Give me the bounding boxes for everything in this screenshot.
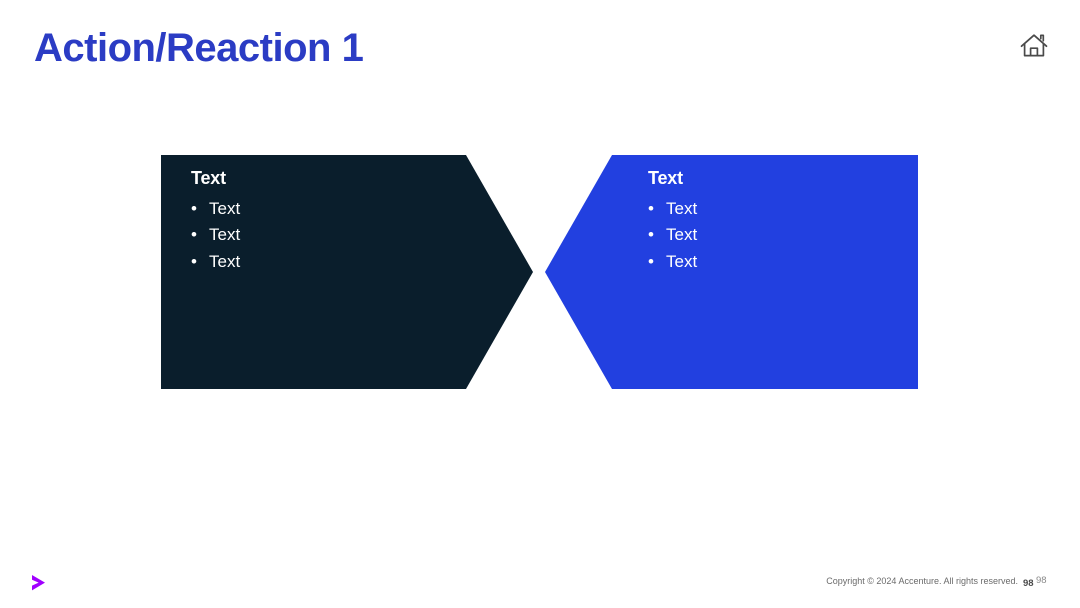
accenture-logo-icon (29, 572, 55, 594)
list-item: Text (648, 249, 697, 276)
page-title: Action/Reaction 1 (34, 26, 364, 70)
reaction-block-text: Text Text Text Text (648, 168, 697, 275)
reaction-block-shape[interactable] (545, 155, 918, 389)
action-block-heading: Text (191, 168, 226, 188)
list-item: Text (648, 196, 697, 223)
action-block-text: Text Text Text Text (191, 168, 240, 275)
action-block-bullets: Text Text Text (191, 196, 240, 276)
list-item: Text (648, 222, 697, 249)
list-item: Text (191, 249, 240, 276)
home-icon[interactable] (1018, 30, 1050, 62)
action-block-shape[interactable] (161, 155, 533, 389)
reaction-block-heading: Text (648, 168, 683, 188)
list-item: Text (191, 196, 240, 223)
page-number: 98 (1023, 578, 1034, 589)
page-number-secondary: 98 (1036, 575, 1047, 586)
list-item: Text (191, 222, 240, 249)
reaction-block-bullets: Text Text Text (648, 196, 697, 276)
footer-copyright: Copyright © 2024 Accenture. All rights r… (826, 576, 1018, 586)
